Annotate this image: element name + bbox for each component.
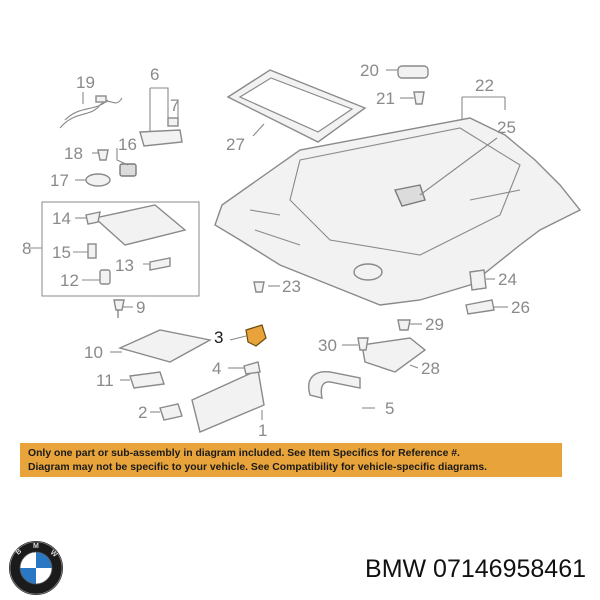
callout-20: 20: [360, 61, 379, 80]
clip-26: [465, 299, 495, 315]
screw-9: [113, 299, 125, 318]
map-light: [139, 117, 183, 147]
part-21: [413, 91, 425, 105]
callout-9: 9: [136, 298, 145, 317]
cover-2: [159, 403, 183, 421]
callout-16: 16: [118, 135, 137, 154]
sun-visor: [191, 368, 265, 433]
callout-labels: 19 6 7 27 20 21 22 25 18 16 17 14 8 15 1…: [22, 61, 530, 440]
callout-24: 24: [498, 270, 517, 289]
callout-4: 4: [212, 359, 221, 378]
part-number-label: BMW 07146958461: [365, 555, 586, 583]
callout-18: 18: [64, 144, 83, 163]
leader-lines: [30, 69, 508, 420]
group-box-8: [41, 201, 200, 297]
notice-line-1: Only one part or sub-assembly in diagram…: [28, 448, 460, 459]
callout-29: 29: [425, 315, 444, 334]
wire-harness: [59, 95, 123, 129]
callout-12: 12: [60, 271, 79, 290]
callout-11: 11: [96, 371, 114, 390]
grab-handle: [308, 371, 361, 399]
small-parts: [85, 149, 137, 187]
highlighted-part-3: [245, 324, 267, 347]
svg-text:M: M: [33, 543, 39, 550]
callout-22: 22: [475, 76, 494, 95]
clip-4: [243, 361, 261, 375]
callout-15: 15: [52, 243, 71, 262]
callout-23: 23: [282, 277, 301, 296]
callout-28: 28: [421, 359, 440, 378]
callout-6: 6: [150, 65, 159, 84]
screw-23: [253, 281, 265, 293]
callout-7: 7: [170, 96, 179, 115]
notice-line-2: Diagram may not be specific to your vehi…: [28, 462, 488, 473]
callout-19: 19: [76, 73, 95, 92]
overhead-console: [117, 329, 213, 363]
group-8-parts: [85, 204, 187, 285]
sunroof-frame: [226, 69, 367, 143]
callout-27: 27: [226, 135, 245, 154]
callout-3-highlighted: 3: [214, 328, 223, 347]
bracket-28: [361, 337, 427, 373]
callout-5: 5: [385, 399, 394, 418]
callout-21: 21: [376, 89, 395, 108]
bracket-24: [469, 269, 487, 291]
callout-1: 1: [258, 421, 267, 440]
callout-13: 13: [115, 256, 134, 275]
callout-30: 30: [318, 336, 337, 355]
lens-11: [129, 371, 165, 389]
callout-10: 10: [84, 343, 103, 362]
callout-14: 14: [52, 209, 71, 228]
headliner-panel: [214, 117, 582, 306]
bolt-29: [397, 319, 411, 331]
callout-2: 2: [138, 403, 147, 422]
svg-text:W: W: [49, 549, 59, 559]
callout-8: 8: [22, 239, 31, 258]
callout-17: 17: [50, 171, 69, 190]
part-20: [397, 65, 429, 79]
parts-diagram: 19 6 7 27 20 21 22 25 18 16 17 14 8 15 1…: [22, 61, 582, 440]
notice-banner: Only one part or sub-assembly in diagram…: [20, 443, 562, 477]
svg-text:B: B: [15, 548, 23, 557]
callout-26: 26: [511, 298, 530, 317]
bmw-logo-icon: B M W: [9, 541, 63, 595]
bolt-30: [357, 337, 369, 351]
callout-25: 25: [497, 118, 516, 137]
